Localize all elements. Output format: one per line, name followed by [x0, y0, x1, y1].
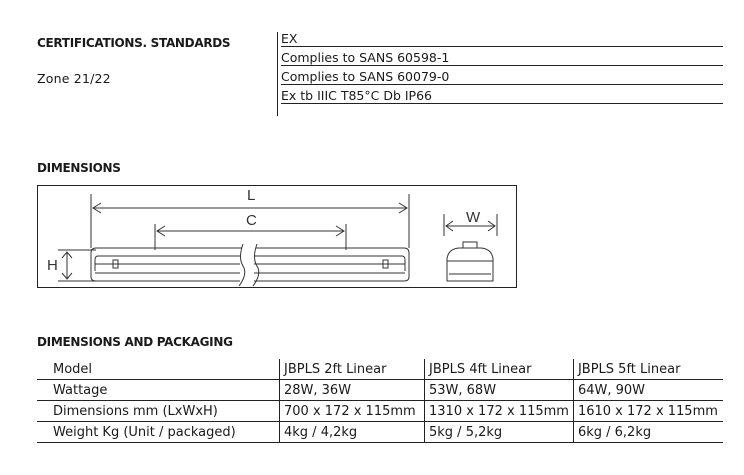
table-cell: JBPLS 4ft Linear — [424, 359, 574, 380]
table-row-wattage: Wattage 28W, 36W 53W, 68W 64W, 90W — [37, 379, 723, 401]
table-cell: 5kg / 5,2kg — [424, 421, 574, 443]
packaging-table: Model JBPLS 2ft Linear JBPLS 4ft Linear … — [37, 359, 723, 443]
cert-row-sans-60079: Complies to SANS 60079-0 — [281, 66, 723, 85]
table-cell: 6kg / 6,2kg — [572, 421, 723, 443]
cert-row-ex-rating: Ex tb IIIC T85°C Db IP66 — [281, 85, 723, 104]
table-cell: JBPLS 2ft Linear — [279, 359, 425, 380]
zone-label: Zone 21/22 — [37, 71, 111, 86]
cert-row-sans-60598: Complies to SANS 60598-1 — [281, 47, 723, 66]
dim-label-width: W — [465, 209, 482, 226]
table-cell: 53W, 68W — [424, 379, 574, 401]
table-cell: Wattage — [37, 379, 280, 401]
dim-label-height: H — [47, 257, 58, 274]
table-cell: 64W, 90W — [572, 379, 723, 401]
table-cell: Dimensions mm (LxWxH) — [37, 400, 280, 422]
packaging-heading: DIMENSIONS AND PACKAGING — [37, 335, 233, 349]
table-cell: 28W, 36W — [279, 379, 425, 401]
table-cell: 1610 x 172 x 115mm — [572, 400, 723, 422]
table-cell: Weight Kg (Unit / packaged) — [37, 421, 280, 443]
table-cell: JBPLS 5ft Linear — [572, 359, 723, 380]
table-cell: 700 x 172 x 115mm — [279, 400, 425, 422]
table-row-dimensions: Dimensions mm (LxWxH) 700 x 172 x 115mm … — [37, 400, 723, 422]
cert-row-ex: EX — [281, 28, 723, 47]
table-cell: 1310 x 172 x 115mm — [424, 400, 574, 422]
table-cell: 4kg / 4,2kg — [279, 421, 425, 443]
table-row-model: Model JBPLS 2ft Linear JBPLS 4ft Linear … — [37, 359, 723, 380]
dimension-drawing-svg — [58, 194, 498, 287]
dim-label-centres: C — [246, 212, 257, 229]
certifications-divider — [277, 32, 278, 116]
certifications-heading: CERTIFICATIONS. STANDARDS — [37, 36, 231, 50]
dimension-drawing: L C H W — [37, 185, 517, 288]
table-row-weight: Weight Kg (Unit / packaged) 4kg / 4,2kg … — [37, 421, 723, 443]
dim-label-length: L — [246, 187, 257, 204]
dimensions-heading: DIMENSIONS — [37, 161, 121, 175]
table-cell: Model — [37, 359, 280, 380]
